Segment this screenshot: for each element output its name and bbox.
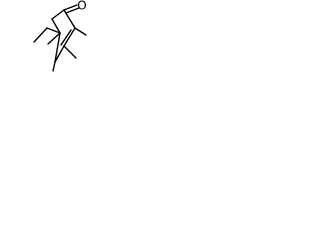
bond-c2-c3	[51, 9, 65, 20]
bond-ethyl-c1	[46, 27, 61, 34]
bond-methyl-c6	[52, 61, 56, 72]
bond-methyl-c1	[47, 32, 61, 45]
bond-c6-c1	[54, 32, 61, 63]
bond-c5-c6	[54, 45, 65, 63]
bond-c3-oxygen	[63, 4, 78, 11]
bond-ethyl-c2	[33, 27, 48, 43]
bond-methyl-c5	[63, 45, 77, 59]
bond-c4-c5	[63, 27, 76, 47]
bond-c4-c5-second	[60, 29, 72, 46]
oxygen-atom-label: O	[77, 0, 86, 13]
bond-methyl-c4	[74, 27, 87, 36]
bond-c3-oxygen-second	[65, 7, 80, 14]
structure-canvas: O	[0, 0, 91, 73]
skeletal-structure-diagram: O	[33, 0, 87, 72]
bond-c1-c2	[51, 18, 61, 34]
